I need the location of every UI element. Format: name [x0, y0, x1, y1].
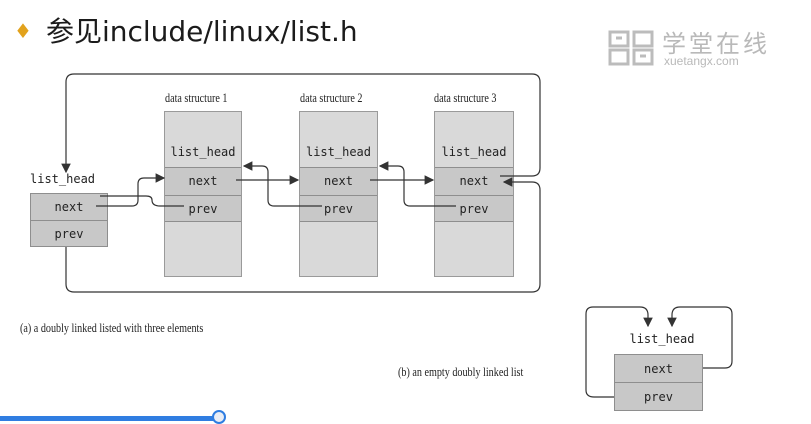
- empty-prev-field: prev: [614, 382, 703, 411]
- head-prev-field: prev: [30, 220, 108, 247]
- structure-3-list-head-label: list_head: [441, 145, 507, 159]
- logo-name-en: xuetangx.com: [664, 54, 739, 68]
- structure-2-prev-field: prev: [300, 195, 377, 222]
- data-structure-2: list_head next prev: [299, 111, 378, 277]
- head-list-head-label: list_head: [30, 172, 96, 186]
- data-structure-3: list_head next prev: [434, 111, 514, 277]
- logo-name-cn: 学堂在线: [662, 30, 770, 58]
- structure-2-next-field: next: [300, 167, 377, 195]
- structure-1-list-head-label: list_head: [170, 145, 236, 159]
- structure-3-next-field: next: [435, 167, 513, 195]
- diamond-bullet-icon: ♦: [14, 19, 32, 43]
- structure-1-next-field: next: [165, 167, 241, 195]
- video-progress-fill: [0, 416, 219, 421]
- empty-list-head-label: list_head: [629, 332, 695, 346]
- video-progress-track[interactable]: [0, 413, 811, 424]
- structure-1-prev-field: prev: [165, 195, 241, 222]
- structure-3-prev-field: prev: [435, 195, 513, 222]
- structure-1-title: data structure 1: [165, 90, 228, 105]
- figure-a-caption: (a) a doubly linked listed with three el…: [20, 320, 204, 335]
- empty-next-field: next: [614, 354, 703, 383]
- video-progress-handle[interactable]: [212, 410, 226, 424]
- figure-b-caption: (b) an empty doubly linked list: [398, 364, 524, 379]
- data-structure-1: list_head next prev: [164, 111, 242, 277]
- structure-2-list-head-label: list_head: [305, 145, 372, 159]
- slide-title-text: 参见include/linux/list.h: [45, 15, 358, 48]
- xuetangx-logo: 学堂在线 xuetangx.com: [606, 26, 767, 75]
- structure-3-title: data structure 3: [434, 90, 497, 105]
- structure-2-title: data structure 2: [300, 90, 363, 105]
- slide-title: ♦ 参见include/linux/list.h: [14, 10, 358, 50]
- logo-book-icon: [608, 30, 654, 66]
